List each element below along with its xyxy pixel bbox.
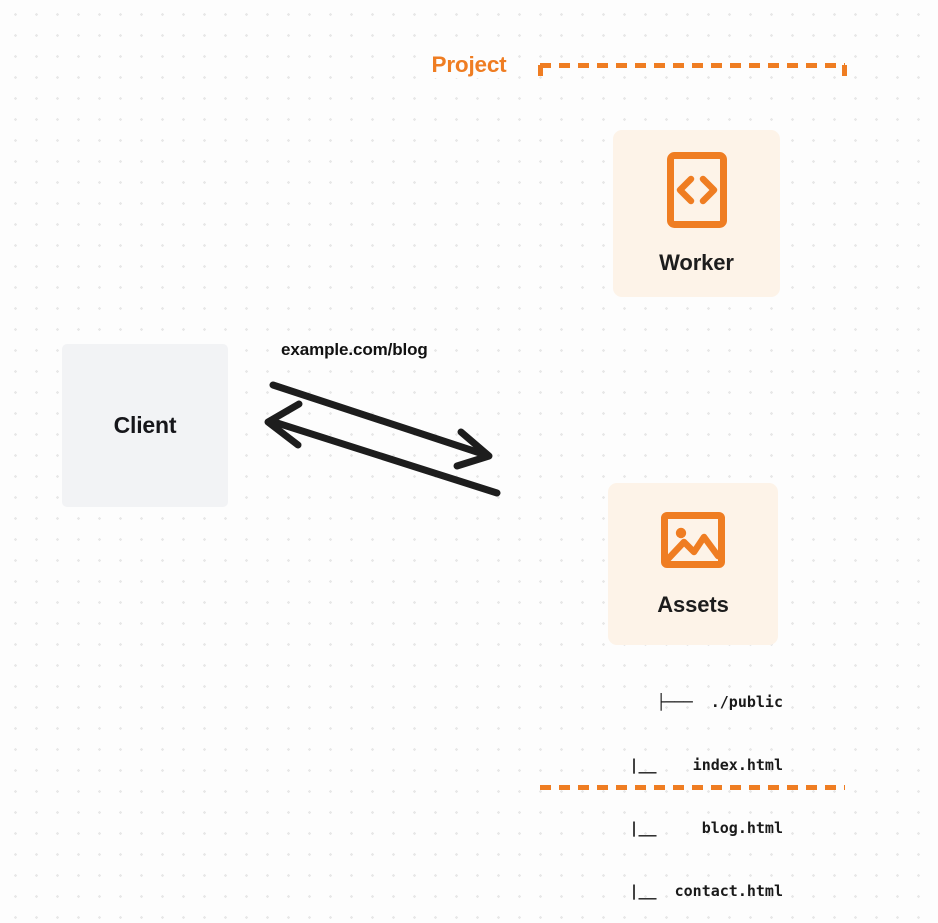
project-title: Project: [422, 52, 516, 78]
response-arrow: [264, 400, 501, 497]
project-border-right: [842, 65, 847, 788]
tree-line-index-html: |__ index.html: [629, 756, 783, 774]
tree-line-contact-html: |__ contact.html: [629, 882, 783, 900]
assets-card-label: Assets: [657, 591, 729, 617]
client-label: Client: [113, 412, 177, 438]
assets-card[interactable]: Assets: [608, 483, 778, 645]
project-container: [538, 63, 847, 790]
request-arrow: [269, 381, 493, 470]
worker-card[interactable]: Worker: [613, 130, 780, 297]
assets-file-tree: ├─── ./public |__ index.html |__ blog.ht…: [588, 650, 783, 923]
request-url-label: example.com/blog: [281, 340, 428, 359]
tree-line-public: ├─── ./public: [656, 693, 783, 711]
project-border-top: [540, 63, 845, 68]
image-icon: [660, 511, 726, 574]
code-brackets-icon: [666, 151, 728, 234]
tree-line-blog-html: |__ blog.html: [629, 819, 783, 837]
project-border-left: [538, 65, 543, 788]
worker-card-label: Worker: [659, 250, 734, 275]
client-box[interactable]: Client: [62, 344, 228, 507]
project-border-bottom: [540, 785, 845, 790]
